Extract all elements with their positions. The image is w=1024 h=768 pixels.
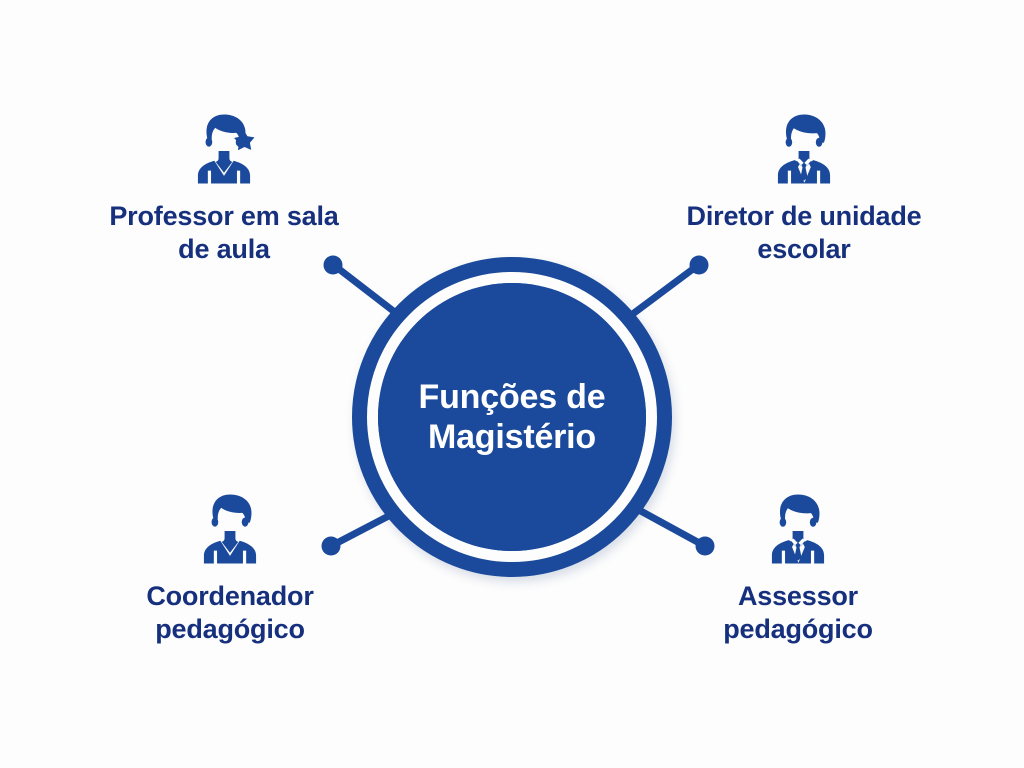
hub-title: Funções de Magistério bbox=[418, 377, 606, 456]
node-professor[interactable]: Professor em sala de aula bbox=[64, 108, 384, 266]
node-diretor[interactable]: Diretor de unidade escolar bbox=[644, 108, 964, 266]
node-professor-label: Professor em sala de aula bbox=[109, 201, 339, 264]
person-v-neck-icon bbox=[203, 494, 257, 564]
business-man-suit-icon-assessor bbox=[771, 494, 825, 564]
node-coordenador[interactable]: Coordenador pedagógico bbox=[70, 488, 390, 646]
teacher-with-star-icon bbox=[197, 114, 255, 184]
node-diretor-label: Diretor de unidade escolar bbox=[686, 201, 922, 264]
node-assessor[interactable]: Assessor pedagógico bbox=[638, 488, 958, 646]
business-man-suit-icon-diretor bbox=[777, 114, 831, 184]
node-coordenador-label: Coordenador pedagógico bbox=[146, 581, 314, 644]
center-hub: Funções de Magistério bbox=[352, 257, 672, 577]
hub-inner-disc: Funções de Magistério bbox=[378, 283, 646, 551]
node-assessor-label: Assessor pedagógico bbox=[723, 581, 873, 644]
